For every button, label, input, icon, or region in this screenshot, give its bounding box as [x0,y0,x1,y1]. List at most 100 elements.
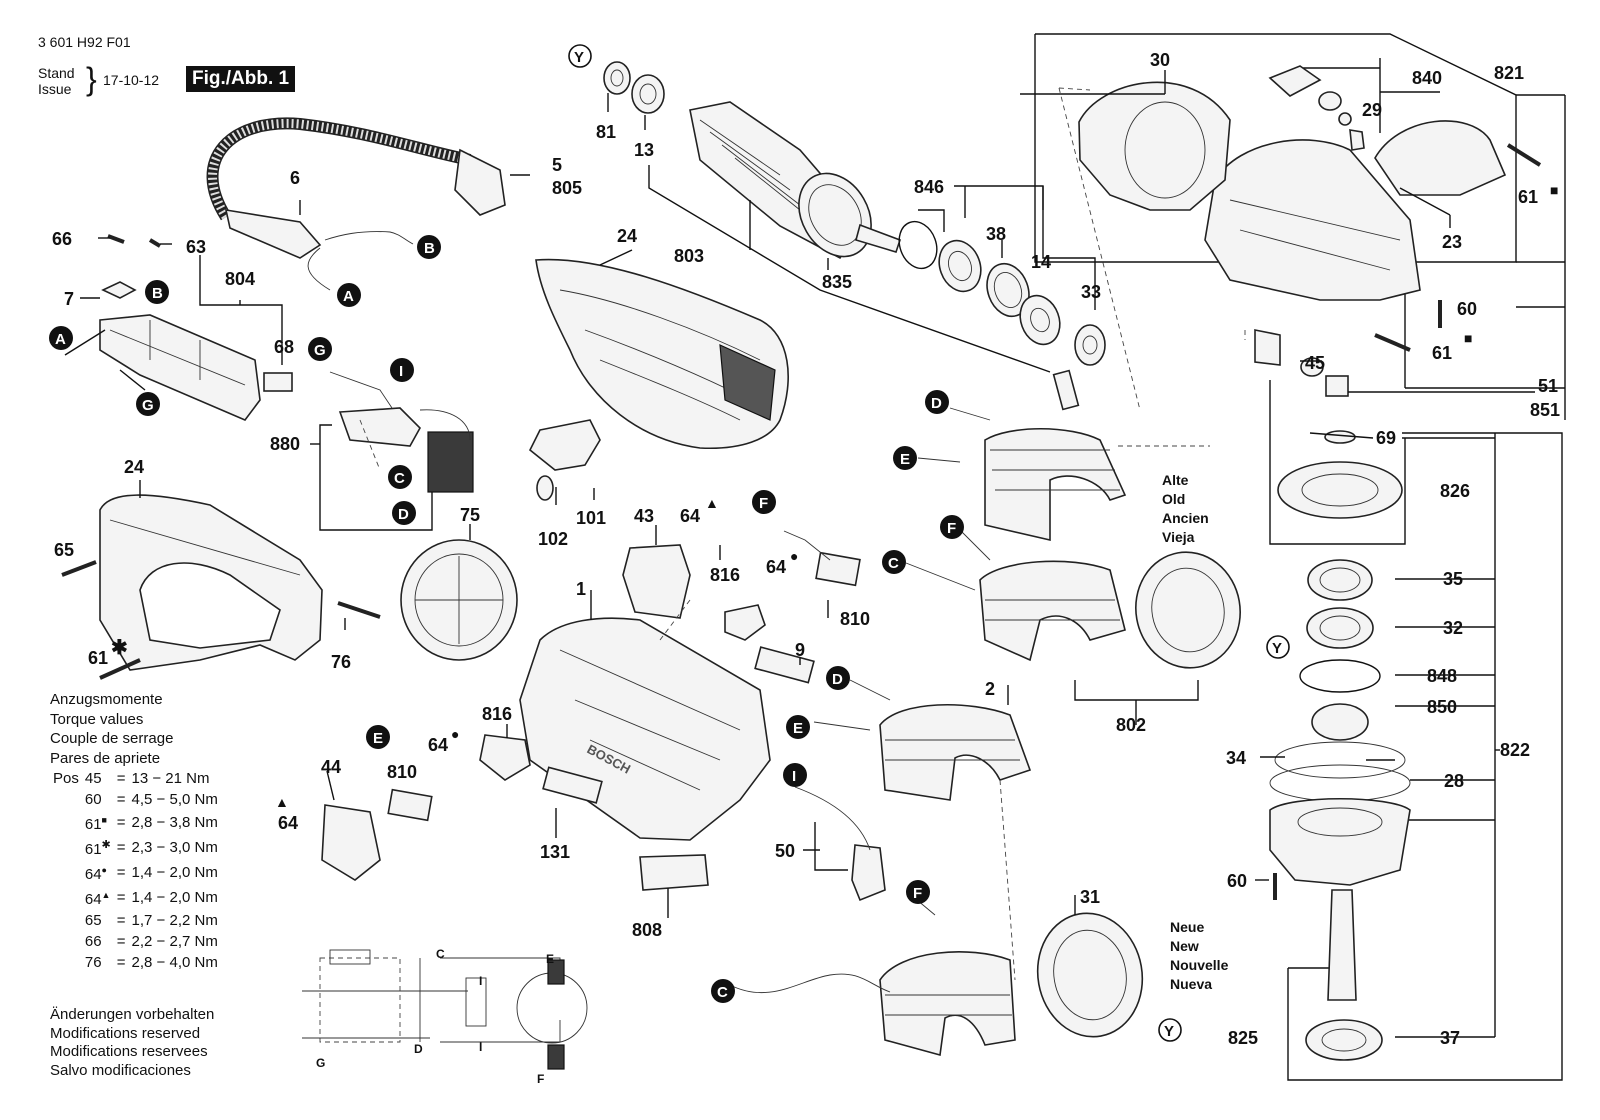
wire-leads [729,407,991,994]
part-label-64-circle-left: 64 [428,735,448,755]
part-label-76: 76 [331,652,351,672]
part-label-808: 808 [632,920,662,940]
bubble-b-top: B [417,235,441,259]
motor-housing-1 [519,617,771,891]
star-mark: ✱ [111,637,128,659]
old-label-de: Alte [1162,472,1189,488]
svg-text:A: A [55,331,66,348]
torque-pos: 45 [84,770,102,788]
issue-date: 17-10-12 [103,72,160,88]
part-label-102: 102 [538,529,568,549]
schematic-label-e: E [546,952,554,966]
part-label-24-top: 24 [617,226,637,246]
bubble-f-new: F [906,880,930,904]
issue-label: Issue [38,81,72,97]
field-coil-new-bottom [879,951,1016,1057]
schematic-label-g: G [316,1056,325,1070]
torque-pos: 65 [84,912,102,930]
part-label-32: 32 [1443,618,1463,638]
svg-text:C: C [394,470,405,487]
old-label-fr: Ancien [1162,510,1209,526]
bubble-f-middle: F [752,490,776,514]
part-label-61-square-top: 61 [1518,187,1538,207]
stand-label: Stand [38,65,75,81]
torque-eq: = [116,889,126,907]
torque-row: 60=4,5 − 5,0 Nm [50,789,221,810]
part-label-24-handle: 24 [124,457,144,477]
part-label-64-triangle-left: 64 [278,813,298,833]
part-label-846: 846 [914,177,944,197]
torque-eq: = [116,912,126,930]
schematic-label-i-top: I [479,974,482,988]
old-label-en: Old [1162,491,1185,507]
armature [603,61,902,260]
schematic-label-c: C [436,947,445,961]
field-coil-old-bottom [979,560,1126,662]
part-label-7: 7 [64,289,74,309]
bracket-802 [1074,680,1199,701]
triangle-mark: ▲ [705,495,719,511]
switch-bracket-lines [64,255,433,531]
bracket-lines-846 [648,165,1096,373]
torque-eq: = [116,864,126,882]
torque-title-es: Pares de apriete [50,749,161,767]
torque-row: 61✱=2,3 − 3,0 Nm [50,835,221,860]
dashed-axis-guides [359,87,1246,981]
field-coil-old-top [984,427,1127,542]
part-label-60-top: 60 [1457,299,1477,319]
schematic-label-i-bottom: I [479,1040,482,1054]
part-label-63: 63 [186,237,206,257]
bubble-i-bottom: I [783,763,807,787]
part-label-101: 101 [576,508,606,528]
svg-text:Y: Y [1272,640,1282,657]
part-label-68: 68 [274,337,294,357]
gearbox-cover-23 [1268,65,1507,196]
part-label-35: 35 [1443,569,1463,589]
svg-text:E: E [900,451,910,468]
square-mark: ■ [101,815,107,826]
schematic-label-d: D [414,1042,423,1056]
part-label-803: 803 [674,246,704,266]
bubble-y-top: Y [568,44,592,68]
middle-small-parts [321,419,886,902]
part-label-816-bottom: 816 [482,704,512,724]
part-label-816-top: 816 [710,565,740,585]
torque-value: 2,3 − 3,0 Nm [131,839,218,857]
new-label-de: Neue [1170,919,1204,935]
part-label-64-triangle-top: 64 [680,506,700,526]
torque-eq: = [116,791,126,809]
part-label-6: 6 [290,168,300,188]
svg-text:I: I [399,363,403,380]
part-label-1: 1 [576,579,586,599]
torque-value: 2,2 − 2,7 Nm [131,933,218,951]
bubble-a-top: A [337,283,361,307]
bubble-i-top: I [390,358,414,382]
svg-text:D: D [931,395,942,412]
part-label-81: 81 [596,122,616,142]
part-label-66: 66 [52,229,72,249]
screws-right [1273,143,1542,900]
bubble-d-new: D [826,666,850,690]
svg-text:E: E [793,720,803,737]
torque-pos: 66 [84,933,102,951]
housing-24-top [535,258,789,450]
part-label-9: 9 [795,640,805,660]
torque-eq: = [116,839,126,857]
torque-values-block: Anzugsmomente Torque values Couple de se… [50,690,221,973]
part-label-825: 825 [1228,1028,1258,1048]
leader-lines [80,70,1535,918]
part-label-802: 802 [1116,715,1146,735]
part-label-60-bottom: 60 [1227,871,1247,891]
torque-value: 13 − 21 Nm [131,770,210,788]
part-label-65: 65 [54,540,74,560]
part-label-75: 75 [460,505,480,525]
frame-822 [1287,432,1563,1081]
screws-left [61,234,381,680]
part-label-805: 805 [552,178,582,198]
bubble-y-bottom: Y [1158,1018,1182,1042]
fan-75 [400,539,518,661]
handle-24 [99,494,323,671]
part-label-131: 131 [540,842,570,862]
